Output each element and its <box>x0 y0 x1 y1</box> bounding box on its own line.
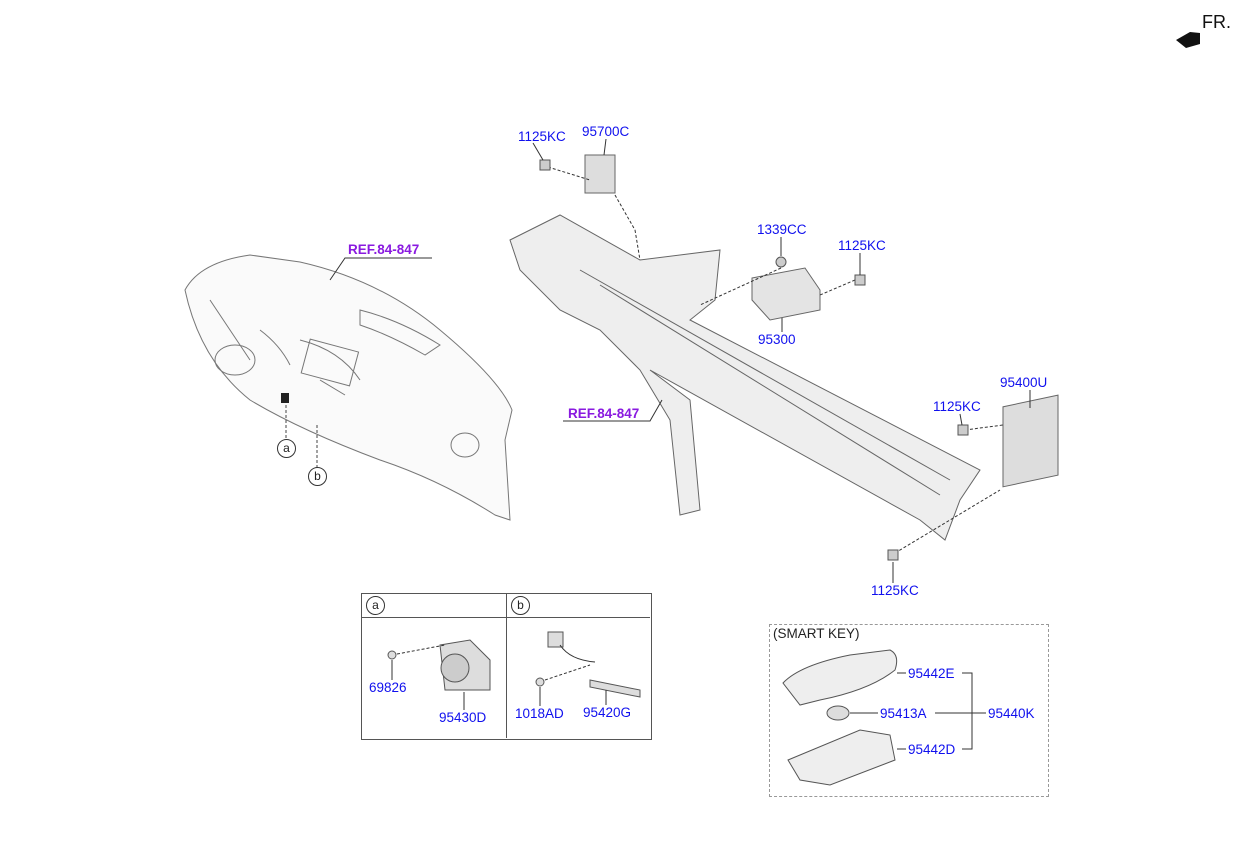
smart-key-panel <box>769 624 1049 797</box>
part-label-95413A[interactable]: 95413A <box>880 706 927 721</box>
part-label-95442E[interactable]: 95442E <box>908 666 955 681</box>
detail-table-divider <box>361 617 650 618</box>
reference-link-dashboard[interactable]: REF.84-847 <box>348 242 420 257</box>
front-arrow-icon <box>1176 32 1200 48</box>
front-direction-label: FR. <box>1202 12 1231 32</box>
module-95700C-drawing <box>584 154 616 194</box>
crash-pad-beam-drawing <box>509 214 981 541</box>
ecu-95400U-drawing <box>1002 394 1059 488</box>
part-label-95430D[interactable]: 95430D <box>439 710 487 725</box>
part-label-bolt-bottom[interactable]: 1125KC <box>871 583 919 598</box>
part-label-bolt-ecu[interactable]: 1125KC <box>933 399 981 414</box>
reference-link-beam[interactable]: REF.84-847 <box>568 406 640 421</box>
part-label-95300[interactable]: 95300 <box>758 332 796 347</box>
detail-header-b: b <box>511 596 530 615</box>
part-label-69826[interactable]: 69826 <box>369 680 407 695</box>
part-label-bolt-right[interactable]: 1125KC <box>838 238 886 253</box>
part-label-95440K[interactable]: 95440K <box>988 706 1035 721</box>
part-label-95700C[interactable]: 95700C <box>582 124 630 139</box>
part-label-95420G[interactable]: 95420G <box>583 705 632 720</box>
part-label-bolt-top[interactable]: 1125KC <box>518 129 566 144</box>
part-label-95442D[interactable]: 95442D <box>908 742 956 757</box>
callout-a: a <box>277 439 296 458</box>
callout-b: b <box>308 467 327 486</box>
part-label-95400U[interactable]: 95400U <box>1000 375 1048 390</box>
detail-header-a: a <box>366 596 385 615</box>
part-label-1018AD[interactable]: 1018AD <box>515 706 564 721</box>
part-label-nut[interactable]: 1339CC <box>757 222 807 237</box>
smart-key-title: (SMART KEY) <box>773 626 860 641</box>
detail-table-column-divider <box>506 593 507 738</box>
dashboard-drawing <box>184 254 513 521</box>
module-95300-drawing <box>751 267 821 321</box>
